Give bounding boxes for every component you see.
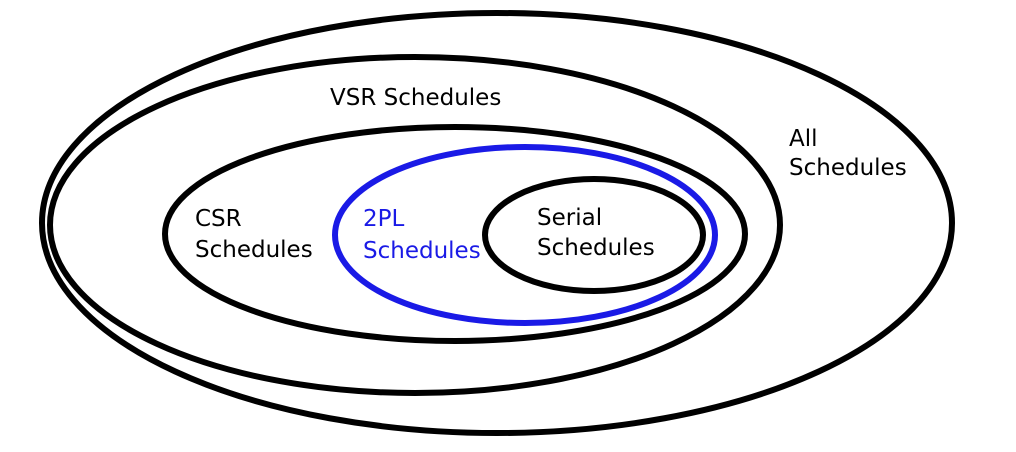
serial-schedules-label-line1: Serial	[537, 205, 602, 231]
csr-schedules-label-line1: CSR	[195, 206, 242, 232]
all-schedules-label-line1: All	[789, 126, 818, 152]
2pl-schedules-label-line1: 2PL	[363, 206, 405, 232]
2pl-schedules-label-line2: Schedules	[363, 238, 481, 264]
all-schedules-label-line2: Schedules	[789, 155, 907, 181]
2pl-schedules-ellipse	[332, 144, 718, 326]
all-schedules-ellipse	[39, 10, 955, 436]
csr-schedules-ellipse	[162, 124, 748, 344]
serial-schedules-label-line2: Schedules	[537, 235, 655, 261]
serial-schedules-ellipse	[482, 176, 706, 294]
vsr-schedules-label: VSR Schedules	[330, 85, 501, 111]
csr-schedules-label-line2: Schedules	[195, 237, 313, 263]
vsr-schedules-ellipse	[47, 54, 783, 396]
